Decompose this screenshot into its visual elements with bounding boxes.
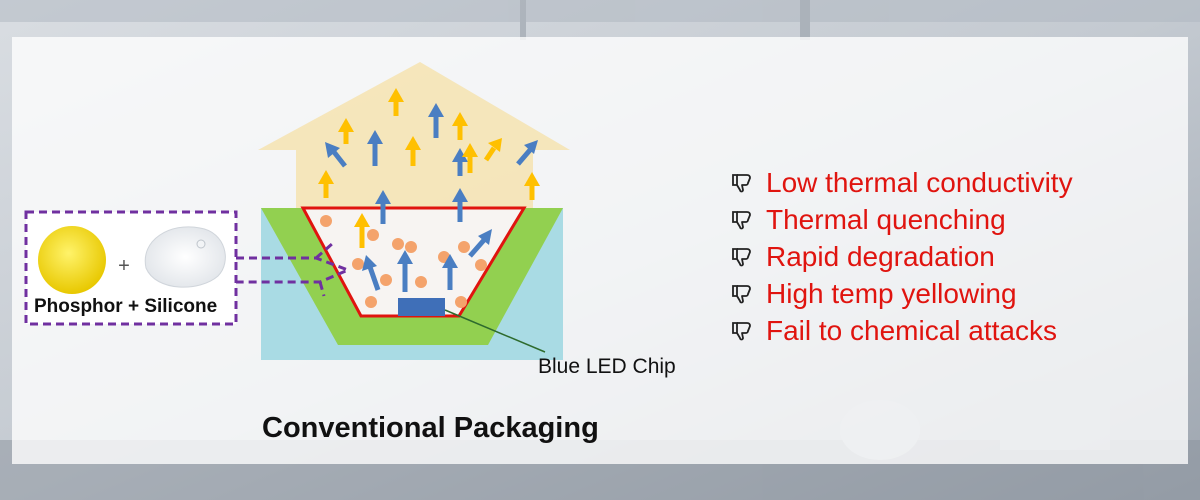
blue-light-arrow <box>367 266 381 291</box>
chip-leader-line <box>444 309 546 353</box>
phosphor-particle <box>475 259 487 271</box>
phosphor-particle <box>320 215 332 227</box>
thumbs-down-icon <box>732 173 751 192</box>
phosphor-powder-image <box>38 226 106 294</box>
drawback-item: Fail to chemical attacks <box>730 312 1073 349</box>
phosphor-particle <box>392 238 404 250</box>
drawback-item: High temp yellowing <box>730 275 1073 312</box>
phosphor-particle <box>365 296 377 308</box>
drawback-item: Rapid degradation <box>730 238 1073 275</box>
phosphor-particles <box>320 215 487 308</box>
light-output-glow <box>258 62 570 210</box>
phosphor-particle <box>415 276 427 288</box>
phosphor-particle <box>458 241 470 253</box>
phosphor-particle <box>455 296 467 308</box>
plus-sign: + <box>118 255 130 277</box>
drawback-item: Low thermal conductivity <box>730 164 1073 201</box>
drawback-text: Fail to chemical attacks <box>766 314 1057 346</box>
drawback-text: Low thermal conductivity <box>766 166 1073 198</box>
blue-light-arrow <box>468 238 486 258</box>
phosphor-silicone-label: Phosphor + Silicone <box>34 296 218 317</box>
drawback-text: High temp yellowing <box>766 277 1017 309</box>
thumbs-down-icon <box>732 284 751 303</box>
drawback-text: Thermal quenching <box>766 203 1006 235</box>
blue-light-arrow <box>332 150 347 168</box>
phosphor-particle <box>380 274 392 286</box>
diagram-title: Conventional Packaging <box>262 412 599 444</box>
zoom-connector <box>236 242 353 297</box>
thumbs-down-icon <box>732 210 751 229</box>
phosphor-particle <box>405 241 417 253</box>
drawback-text: Rapid degradation <box>766 240 995 272</box>
silicone-image <box>144 226 226 288</box>
thumbs-down-icon <box>732 247 751 266</box>
blue-led-chip-label: Blue LED Chip <box>538 355 676 378</box>
blue-led-chip <box>398 298 445 316</box>
yellow-light-arrow <box>483 146 497 162</box>
light-arrows <box>318 88 540 292</box>
thumbs-down-icon <box>732 321 751 340</box>
drawback-item: Thermal quenching <box>730 201 1073 238</box>
blue-light-arrow <box>516 148 532 166</box>
phosphor-particle <box>352 258 364 270</box>
phosphor-particle <box>367 229 379 241</box>
